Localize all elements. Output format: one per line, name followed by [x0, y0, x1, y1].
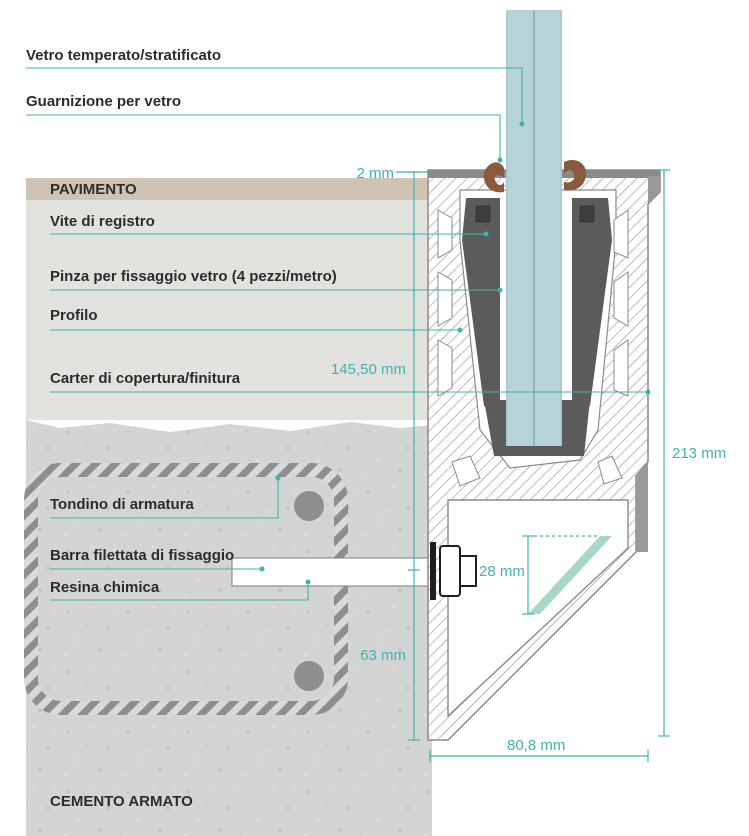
- groove-right: [597, 455, 623, 485]
- dim-embed-depth: 63 mm: [360, 647, 406, 664]
- dim-anchor-offset: 28 mm: [479, 563, 525, 580]
- floor-band: [26, 178, 432, 200]
- label-rebar: Tondino di armatura: [50, 496, 195, 513]
- adjust-screw-right: [579, 205, 595, 223]
- wall-slot-4: [613, 209, 629, 259]
- bolt-nut: [439, 545, 461, 597]
- label-clamp: Pinza per fissaggio vetro (4 pezzi/metro…: [50, 268, 337, 285]
- wall-slot-6: [613, 339, 629, 397]
- label-cover: Carter di copertura/finitura: [50, 370, 241, 387]
- label-concrete: CEMENTO ARMATO: [50, 793, 193, 810]
- adjust-screw-left: [475, 205, 491, 223]
- bolt-head: [459, 555, 477, 587]
- dim-width: 80,8 mm: [507, 737, 565, 754]
- gasket-left: [483, 162, 504, 193]
- dim-total-height: 213 mm: [672, 445, 726, 462]
- accent-strip: [528, 536, 612, 614]
- leader-dots: [259, 121, 651, 585]
- profile-outer-shell: [636, 176, 660, 552]
- clamp-left: [462, 198, 500, 406]
- label-glass: Vetro temperato/stratificato: [26, 47, 221, 64]
- label-profile: Profilo: [50, 307, 98, 324]
- wall-slot-2: [437, 271, 453, 327]
- dim-top-gap: 2 mm: [357, 165, 395, 182]
- rebar-cage: [24, 463, 348, 715]
- label-resin: Resina chimica: [50, 579, 160, 596]
- dim-floor-depth: 145,50 mm: [331, 361, 406, 378]
- label-floor: PAVIMENTO: [50, 181, 137, 198]
- rebar-circle-top: [294, 491, 324, 521]
- concrete-layer: [26, 420, 432, 836]
- bolt-washer: [430, 542, 436, 600]
- floor-layer: [26, 198, 432, 420]
- clamp-right: [572, 198, 612, 406]
- threaded-rod: [231, 557, 431, 587]
- wall-slot-5: [613, 271, 629, 327]
- label-rod: Barra filettata di fissaggio: [50, 547, 234, 564]
- dimension-lines: [396, 169, 670, 762]
- wall-slot-3: [437, 339, 453, 397]
- groove-left: [451, 455, 481, 487]
- leader-lines: [26, 67, 648, 601]
- label-screw: Vite di registro: [50, 213, 155, 230]
- label-gasket: Guarnizione per vetro: [26, 93, 181, 110]
- rebar-circle-bottom: [294, 661, 324, 691]
- gasket-right: [564, 159, 587, 191]
